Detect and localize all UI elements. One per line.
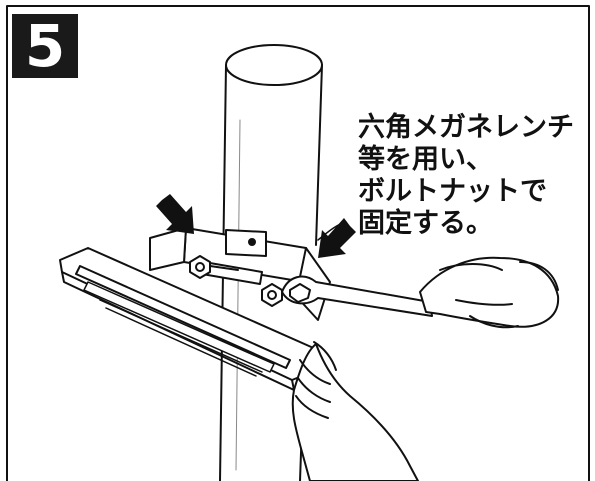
frame-border (6, 5, 590, 481)
bolt-nut-left (189, 255, 239, 279)
down-left-arrow-icon (318, 218, 356, 258)
instruction-text: 六角メガネレンチ 等を用い、 ボルトナットで 固定する。 (358, 112, 590, 240)
instruction-line-2: 等を用い、 (358, 144, 493, 175)
down-right-arrow-icon (156, 194, 194, 234)
bolt-nut-right (261, 283, 283, 307)
instruction-line-1: 六角メガネレンチ (358, 112, 574, 143)
left-hand (291, 341, 419, 481)
hex-ring-wrench (281, 275, 433, 317)
instruction-line-3: ボルトナットで (358, 176, 547, 207)
right-hand (419, 256, 560, 329)
mounting-bracket (149, 227, 331, 321)
instruction-line-4: 固定する。 (358, 208, 493, 239)
step-number-badge: 5 (12, 14, 78, 78)
